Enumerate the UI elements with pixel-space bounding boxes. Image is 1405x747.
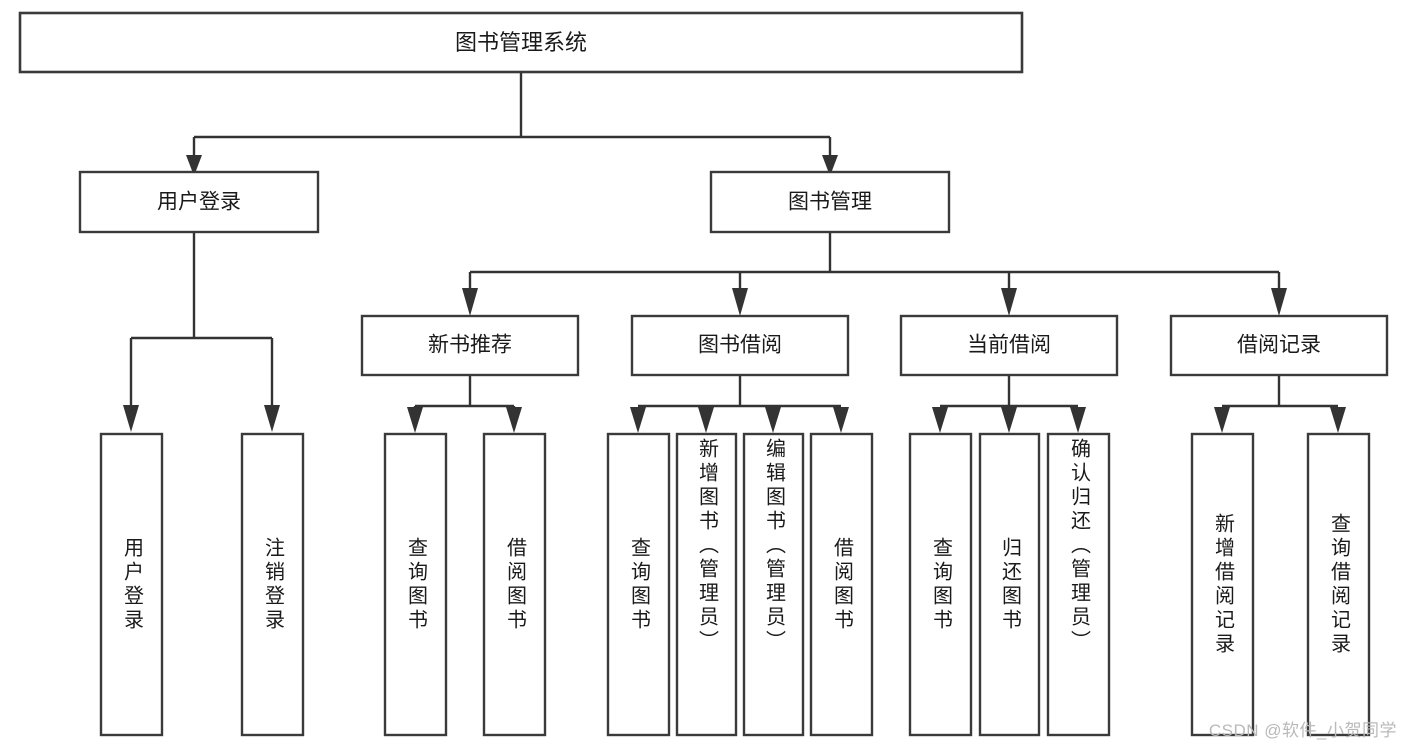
arrow-book-borrow-leaf4 (833, 407, 849, 433)
arrow-to-new-book (462, 288, 478, 316)
leaf-box-user-login-2[interactable] (240, 432, 305, 737)
node-root-label: 图书管理系统 (455, 30, 587, 55)
arrow-to-current-borrow (1001, 288, 1017, 316)
arrow-current-borrow-leaf2 (1001, 407, 1017, 433)
node-user-login[interactable]: 用户登录 (78, 170, 320, 234)
arrow-current-borrow-leaf3 (1070, 407, 1086, 433)
leaf-box-book-borrow-4[interactable] (809, 432, 874, 737)
arrow-book-borrow-leaf1 (630, 407, 646, 433)
leaf-box-current-borrow-1[interactable] (908, 432, 973, 737)
arrow-user-login-leaf1 (123, 405, 139, 432)
node-book-manage-box[interactable] (709, 170, 951, 234)
connector-group (123, 72, 1346, 433)
node-borrow-record[interactable]: 借阅记录 (1169, 314, 1389, 377)
node-new-book-recommend-box[interactable] (360, 314, 580, 377)
node-current-borrow-box[interactable] (899, 314, 1119, 377)
node-book-borrow-box[interactable] (630, 314, 850, 377)
leaf-box-current-borrow-2[interactable] (978, 432, 1041, 737)
node-new-book-recommend-label: 新书推荐 (428, 334, 512, 357)
arrow-to-borrow-record (1271, 288, 1287, 316)
arrow-book-borrow-leaf2 (698, 407, 714, 433)
leaf-box-new-book-1[interactable] (383, 432, 448, 737)
leaf-box-borrow-record-2[interactable] (1306, 432, 1371, 737)
arrow-to-book-borrow (732, 288, 748, 316)
arrow-current-borrow-leaf1 (932, 407, 948, 433)
leaf-box-book-borrow-1[interactable] (606, 432, 671, 737)
arrow-book-borrow-leaf3 (765, 407, 781, 433)
node-user-login-box[interactable] (78, 170, 320, 234)
leaf-box-new-book-2[interactable] (482, 432, 547, 737)
leaf-box-book-borrow-3[interactable] (742, 432, 805, 737)
node-root-box[interactable] (18, 11, 1024, 74)
node-borrow-record-label: 借阅记录 (1237, 334, 1321, 357)
leaf-box-borrow-record-1[interactable] (1190, 432, 1255, 737)
arrow-borrow-record-leaf1 (1214, 407, 1230, 433)
arrow-to-user-login (186, 155, 202, 176)
node-current-borrow[interactable]: 当前借阅 (899, 314, 1119, 377)
node-root[interactable]: 图书管理系统 (18, 11, 1024, 74)
node-borrow-record-box[interactable] (1169, 314, 1389, 377)
leaf-box-book-borrow-2[interactable] (675, 432, 738, 737)
arrow-to-book-manage (822, 155, 838, 176)
csdn-watermark: CSDN @软件_小贺同学 (1208, 721, 1397, 740)
node-user-login-label: 用户登录 (157, 191, 241, 214)
node-current-borrow-label: 当前借阅 (967, 334, 1051, 357)
arrow-new-book-leaf1 (407, 407, 423, 433)
node-book-manage-label: 图书管理 (788, 191, 872, 214)
node-book-manage[interactable]: 图书管理 (709, 170, 951, 234)
node-book-borrow[interactable]: 图书借阅 (630, 314, 850, 377)
arrow-user-login-leaf2 (264, 405, 280, 432)
node-book-borrow-label: 图书借阅 (698, 334, 782, 357)
leaf-box-current-borrow-3[interactable] (1046, 432, 1111, 737)
arrow-new-book-leaf2 (506, 407, 522, 433)
leaf-box-user-login-1[interactable] (99, 432, 164, 737)
node-new-book-recommend[interactable]: 新书推荐 (360, 314, 580, 377)
arrow-borrow-record-leaf2 (1330, 407, 1346, 433)
